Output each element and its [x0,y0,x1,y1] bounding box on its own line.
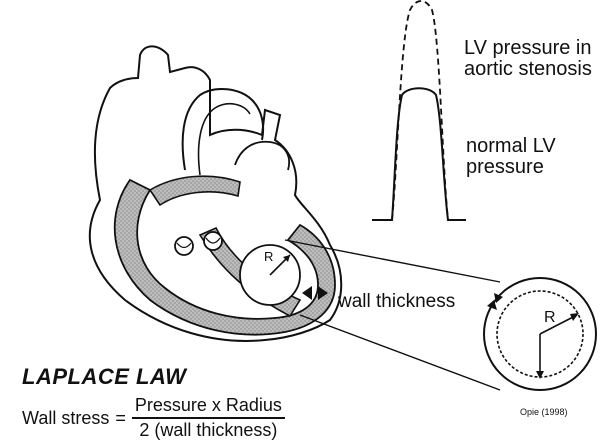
laplace-law-title: LAPLACE LAW [22,365,186,388]
formula-fraction: Pressure x Radius 2 (wall thickness) [132,395,285,441]
formula-numerator: Pressure x Radius [132,395,285,419]
label-wall-thickness: wall thickness [338,292,455,312]
label-radius-zoom: R [544,310,556,327]
formula-denominator: 2 (wall thickness) [139,419,277,441]
formula-lhs: Wall stress [22,408,109,429]
source-credit: Opie (1998) [520,408,568,417]
label-normal-lv-pressure: normal LV pressure [466,136,586,178]
laplace-formula: Wall stress = Pressure x Radius 2 (wall … [22,395,285,441]
formula-equals: = [115,408,126,429]
label-lv-pressure-aortic-stenosis: LV pressure in aortic stenosis [464,38,604,80]
label-radius-small: R [264,250,273,264]
normal-lv-pressure-curve [372,88,466,220]
valve-left [175,237,193,255]
zoom-line-bottom [300,315,500,390]
valve-right [204,232,222,250]
